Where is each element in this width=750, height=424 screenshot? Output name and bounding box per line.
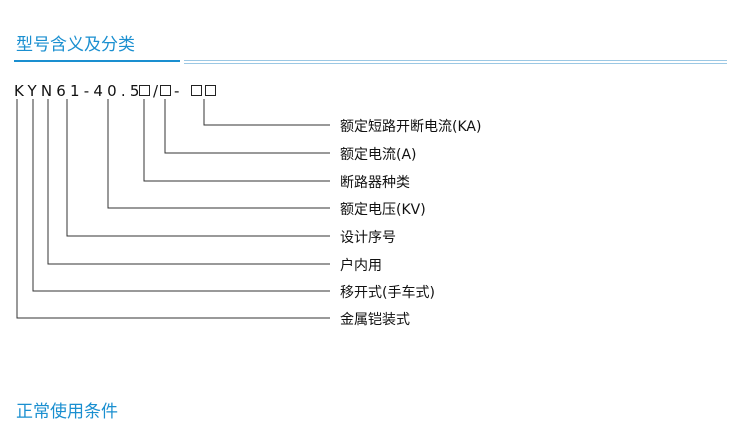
model-code-dash: - [174, 82, 180, 100]
definition-label: 户内用 [340, 258, 382, 274]
placeholder-box-2 [160, 85, 171, 96]
leader-line-6 [47, 99, 330, 265]
leader-line-5 [66, 99, 330, 237]
section-title-conditions: 正常使用条件 [16, 402, 118, 422]
section-title-model: 型号含义及分类 [16, 35, 135, 55]
definition-label: 额定电压(KV) [340, 202, 426, 218]
model-code-prefix: KYN61-40.5 [14, 82, 144, 100]
placeholder-box-1 [139, 85, 150, 96]
leader-line-8 [16, 99, 330, 319]
title-underline-thin-2 [184, 63, 727, 64]
leader-line-2 [164, 99, 330, 154]
definition-label: 额定电流(A) [340, 147, 417, 163]
definition-label: 额定短路开断电流(KA) [340, 119, 482, 135]
title-underline-thick [14, 60, 180, 62]
definition-label: 金属铠装式 [340, 312, 410, 328]
leader-line-3 [143, 99, 330, 182]
model-code-slash: / [153, 82, 159, 100]
definition-label: 设计序号 [340, 230, 396, 246]
leader-line-1 [203, 99, 330, 126]
title-underline-thin [184, 60, 727, 61]
definition-label: 移开式(手车式) [340, 285, 435, 301]
placeholder-box-3 [191, 85, 202, 96]
placeholder-box-4 [205, 85, 216, 96]
leader-line-4 [107, 99, 330, 209]
model-code: KYN61-40.5 [14, 82, 144, 100]
leader-line-7 [32, 99, 330, 292]
definition-label: 断路器种类 [340, 175, 410, 191]
